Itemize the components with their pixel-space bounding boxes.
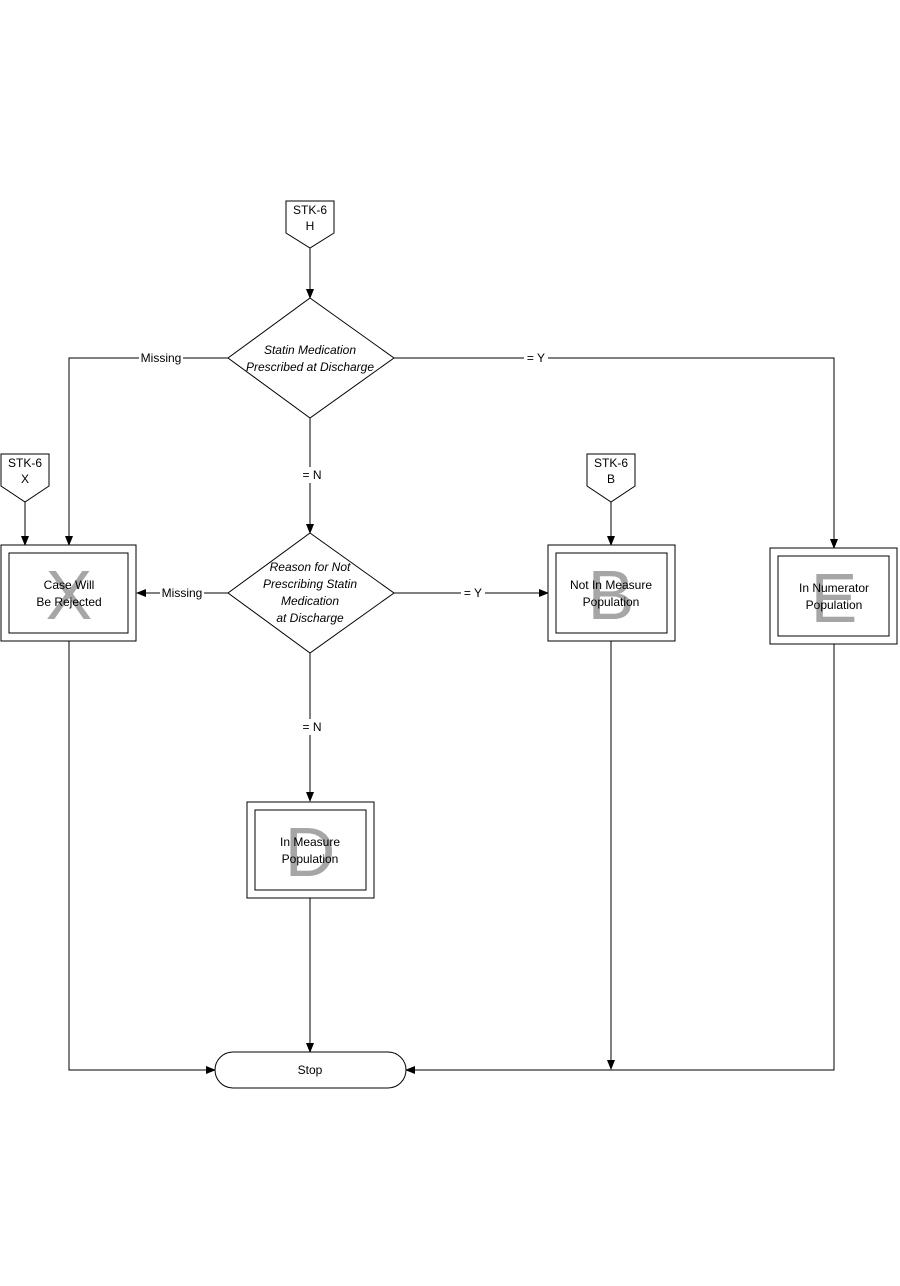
connector-b-line2: B (607, 472, 615, 486)
connector-b-line1: STK-6 (594, 456, 628, 470)
outcome-e-letter: E (811, 559, 858, 637)
connector-stk6-b: STK-6 B (586, 453, 636, 503)
outcome-b-line2: Population (583, 595, 640, 609)
terminal-stop: Stop (214, 1051, 407, 1089)
edge-label-statin-no: = N (302, 468, 321, 482)
edge-label-reason-no: = N (302, 720, 321, 734)
edge-e-to-stop (405, 644, 835, 1074)
edge-label-reason-missing: Missing (162, 586, 203, 600)
terminal-stop-label: Stop (298, 1063, 323, 1077)
decision-statin-line1: Statin Medication (264, 343, 356, 357)
edge-label-statin-missing: Missing (141, 351, 182, 365)
connector-h-line2: H (306, 219, 315, 233)
connector-x-line2: X (21, 472, 29, 486)
decision-reason-line2: Prescribing Statin (263, 577, 357, 591)
decision-statin-line2: Prescribed at Discharge (246, 360, 374, 374)
outcome-d-line1: In Measure (280, 835, 340, 849)
decision-statin-prescribed: Statin Medication Prescribed at Discharg… (227, 297, 395, 419)
outcome-x-letter: X (46, 556, 93, 634)
connector-stk6-x: STK-6 X (0, 453, 50, 503)
outcome-x-line1: Case Will (44, 578, 95, 592)
outcome-d-in-measure: D In Measure Population (246, 801, 375, 899)
edge-x-to-stop (68, 641, 216, 1074)
outcome-d-letter: D (285, 813, 336, 891)
connector-h-line1: STK-6 (293, 203, 327, 217)
decision-reason-line3: Medication (281, 594, 339, 608)
connector-stk6-h: STK-6 H (285, 200, 335, 249)
decision-reason-not-prescribing: Reason for Not Prescribing Statin Medica… (227, 532, 395, 654)
outcome-b-not-in-measure: B Not In Measure Population (547, 544, 676, 642)
edge-statin-yes (394, 357, 838, 549)
decision-reason-line4: at Discharge (276, 611, 344, 625)
outcome-b-letter: B (588, 556, 635, 634)
outcome-e-line2: Population (806, 598, 863, 612)
edge-label-statin-yes: = Y (527, 351, 545, 365)
connector-x-line1: STK-6 (8, 456, 42, 470)
outcome-b-line1: Not In Measure (570, 578, 652, 592)
edge-statin-missing (65, 357, 228, 546)
outcome-d-line2: Population (282, 852, 339, 866)
outcome-x-case-rejected: X Case Will Be Rejected (0, 544, 137, 642)
decision-reason-line1: Reason for Not (270, 560, 351, 574)
outcome-e-in-numerator: E In Numerator Population (769, 547, 898, 645)
edge-label-reason-yes: = Y (464, 586, 482, 600)
outcome-x-line2: Be Rejected (36, 595, 101, 609)
outcome-e-line1: In Numerator (799, 581, 869, 595)
